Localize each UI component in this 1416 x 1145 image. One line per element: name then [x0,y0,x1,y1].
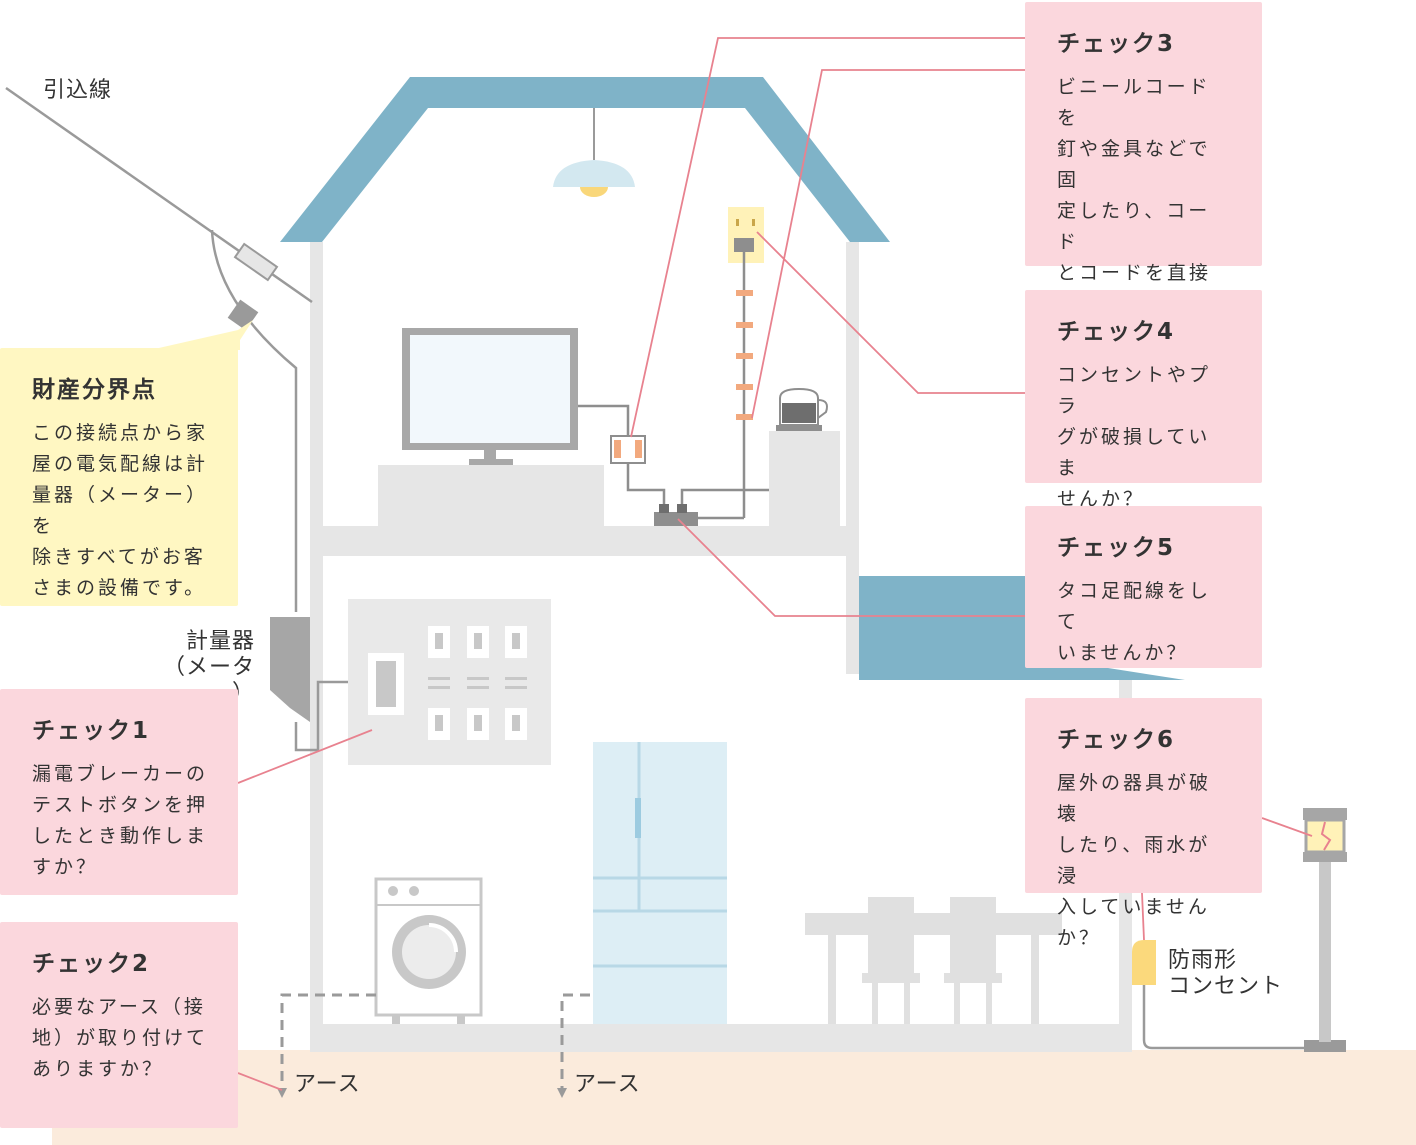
check4-box: チェック4 コンセントやプラ グが破損していま せんか？ [1025,290,1262,510]
check5-text: タコ足配線をして いませんか？ [1057,580,1212,664]
check1-text: 漏電ブレーカーの テストボタンを押 したとき動作しま すか？ [32,763,209,878]
check3-title: チェック3 [1057,31,1176,57]
refrigerator [593,742,727,1024]
earth-label-right: アース [574,1072,641,1097]
earth-label-left: アース [294,1072,361,1097]
washing-machine [374,877,483,1024]
wall-outlet [728,207,764,518]
service-line-label: 引込線 [43,78,113,103]
leader-lines [237,37,1313,1091]
check1-title: チェック1 [32,718,151,744]
check6-box: チェック6 屋外の器具が破壊 したり、雨水が浸 入していません か？ [1025,698,1262,949]
property-boundary-text: この接続点から家 屋の電気配線は計 量器（メーター）を 除きすべてがお客 さまの… [32,422,209,599]
outdoor-fixtures [1132,808,1347,1052]
check2-box: チェック2 必要なアース（接 地）が取り付けて ありますか？ [0,922,238,1128]
check4-text: コンセントやプラ グが破損していま せんか？ [1057,364,1212,510]
rainproof-outlet-label: 防雨形 コンセント [1168,948,1284,999]
check5-box: チェック5 タコ足配線をして いませんか？ [1025,506,1262,668]
check2-text: 必要なアース（接 地）が取り付けて ありますか？ [32,996,209,1080]
check2-title: チェック2 [32,951,151,977]
property-boundary-title: 財産分界点 [32,377,157,403]
breaker-panel [348,599,551,765]
ceiling-light [553,108,635,197]
balcony [859,576,1185,680]
house-structure [310,242,1132,1052]
check6-text: 屋外の器具が破壊 したり、雨水が浸 入していません か？ [1057,772,1212,949]
check6-title: チェック6 [1057,727,1176,753]
meter [270,617,350,752]
service-line [5,86,313,612]
property-boundary-box: 財産分界点 この接続点から家 屋の電気配線は計 量器（メーター）を 除きすべてが… [0,348,238,606]
earth-wires [277,993,590,1098]
check1-box: チェック1 漏電ブレーカーの テストボタンを押 したとき動作しま すか？ [0,689,238,895]
television [378,328,604,526]
kettle [769,387,840,526]
ground [52,1050,1416,1145]
cord-splice [578,404,666,508]
check3-box: チェック3 ビニールコードを 釘や金具などで固 定したり、コード とコードを直接… [1025,2,1262,408]
check5-title: チェック5 [1057,535,1176,561]
check4-title: チェック4 [1057,319,1176,345]
roof [280,77,890,242]
dining-table [805,897,1062,1024]
